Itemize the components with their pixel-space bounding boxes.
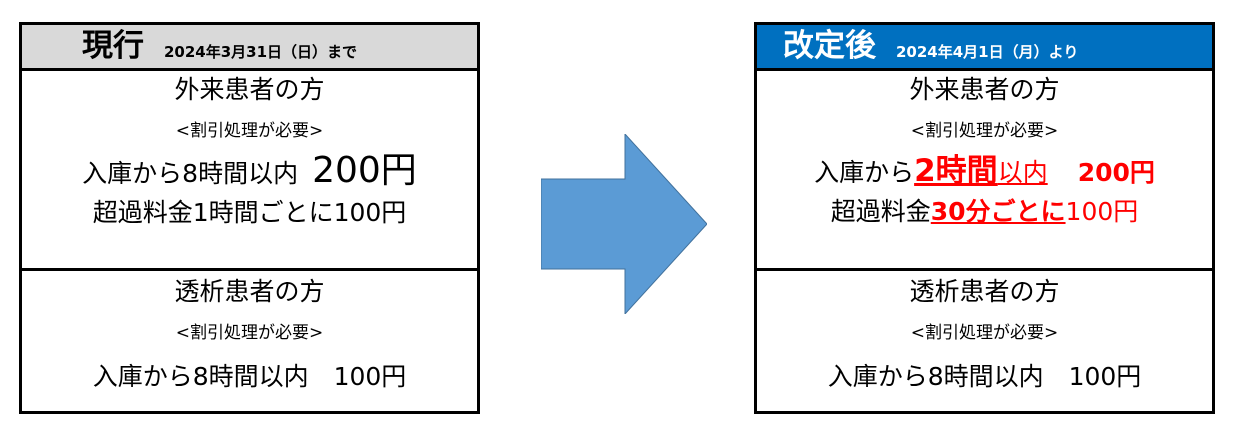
current-fee-panel: 現行 2024年3月31日（日）まで 外来患者の方 <割引処理が必要> 入庫から… [19,22,480,414]
revised-outpatient-extra: 超過料金30分ごとに100円 [757,197,1212,227]
current-outpatient-title: 外来患者の方 [174,75,325,104]
right-arrow-icon [541,134,707,314]
revised-header-title: 改定後 [783,28,876,64]
current-outpatient-main: 入庫から8時間以内 200円 [22,153,477,192]
current-outpatient-price: 200円 [312,150,417,191]
current-outpatient-section: 外来患者の方 <割引処理が必要> 入庫から8時間以内 200円 超過料金1時間ごと… [22,71,477,271]
revised-dialysis-main: 入庫から8時間以内 100円 [827,362,1142,391]
current-dialysis-main: 入庫から8時間以内 100円 [92,362,407,391]
revised-outpatient-note: <割引処理が必要> [910,121,1059,141]
current-header: 現行 2024年3月31日（日）まで [22,25,477,71]
revised-outpatient-time-highlight: 2時間 [914,153,998,189]
revised-fee-panel: 改定後 2024年4月1日（月）より 外来患者の方 <割引処理が必要> 入庫から… [754,22,1215,414]
revised-outpatient-extra-highlight: 30分ごとに [930,197,1066,226]
current-outpatient-note: <割引処理が必要> [175,121,324,141]
revised-outpatient-extra-prefix: 超過料金 [830,197,931,226]
revised-header: 改定後 2024年4月1日（月）より [757,25,1212,71]
revised-outpatient-main: 入庫から2時間以内 200円 [757,153,1212,191]
revised-outpatient-section: 外来患者の方 <割引処理が必要> 入庫から2時間以内 200円 超過料金30分ごと… [757,71,1212,271]
current-dialysis-title: 透析患者の方 [174,277,325,306]
revised-outpatient-extra-suffix: 100円 [1065,197,1139,226]
revised-dialysis-section: 透析患者の方 <割引処理が必要> 入庫から8時間以内 100円 [757,271,1212,395]
current-outpatient-extra: 超過料金1時間ごとに100円 [92,198,407,227]
revised-dialysis-title: 透析患者の方 [909,277,1060,306]
revised-outpatient-price: 200円 [1077,158,1155,187]
revised-outpatient-title: 外来患者の方 [909,75,1060,104]
revised-header-date: 2024年4月1日（月）より [896,43,1079,61]
revised-dialysis-note: <割引処理が必要> [910,323,1059,343]
current-outpatient-main-text: 入庫から8時間以内 [82,159,299,188]
current-dialysis-note: <割引処理が必要> [175,323,324,343]
revised-outpatient-main-suffix: 以内 [997,158,1048,187]
current-header-title: 現行 [82,28,144,64]
current-header-date: 2024年3月31日（日）まで [164,43,358,61]
revised-outpatient-main-prefix: 入庫から [814,158,915,187]
current-dialysis-section: 透析患者の方 <割引処理が必要> 入庫から8時間以内 100円 [22,271,477,395]
